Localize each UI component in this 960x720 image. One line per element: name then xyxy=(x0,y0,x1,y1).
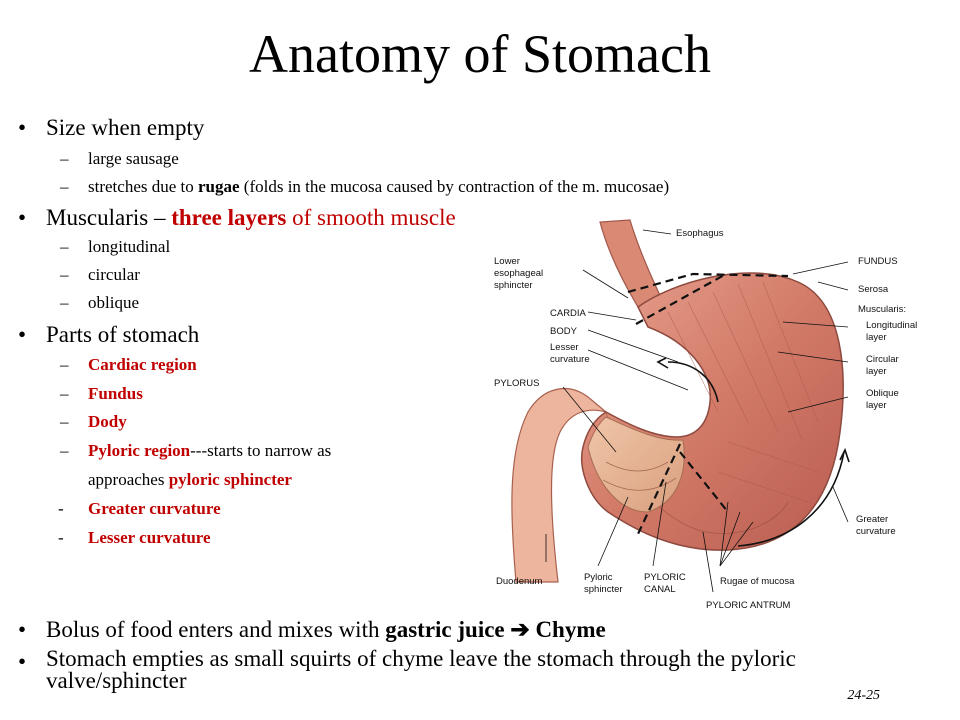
svg-text:esophageal: esophageal xyxy=(494,268,543,279)
page-number: 24-25 xyxy=(847,688,880,703)
label-circular: Circular xyxy=(866,354,899,365)
leader-lines xyxy=(545,229,849,593)
diagram-labels: Esophagus Lower esophageal sphincter CAR… xyxy=(494,228,917,611)
label-pylorus: PYLORUS xyxy=(494,378,539,389)
slide-title: Anatomy of Stomach xyxy=(249,24,711,84)
label-body: BODY xyxy=(550,326,578,337)
label-lesser-curvature: Lesser xyxy=(550,342,579,353)
svg-text:layer: layer xyxy=(866,332,887,343)
label-esophagus: Esophagus xyxy=(676,228,724,239)
region-dashed-borders xyxy=(627,272,789,535)
muscle-fiber-lines xyxy=(667,281,819,503)
stomach-diagram: Esophagus Lower esophageal sphincter CAR… xyxy=(494,219,917,611)
label-oblique: Oblique xyxy=(866,388,899,399)
duodenum-shape xyxy=(511,388,607,583)
label-cardia: CARDIA xyxy=(550,308,587,319)
label-les: Lower xyxy=(494,256,520,267)
label-pyloric-canal: PYLORIC xyxy=(644,572,686,583)
stomach-body-shape xyxy=(581,272,844,551)
label-fundus: FUNDUS xyxy=(858,256,898,267)
label-serosa: Serosa xyxy=(858,284,889,295)
svg-text:sphincter: sphincter xyxy=(584,584,623,595)
label-rugae: Rugae of mucosa xyxy=(720,576,795,587)
curvature-arrows xyxy=(656,357,850,547)
svg-text:curvature: curvature xyxy=(856,526,896,537)
label-muscularis: Muscularis: xyxy=(858,304,906,315)
svg-text:layer: layer xyxy=(866,400,887,411)
svg-text:layer: layer xyxy=(866,366,887,377)
svg-text:CANAL: CANAL xyxy=(644,584,676,595)
label-duodenum: Duodenum xyxy=(496,576,543,587)
svg-text:sphincter: sphincter xyxy=(494,280,533,291)
mucosa-cutaway xyxy=(587,416,685,513)
bullet-dot: • xyxy=(18,115,27,140)
label-longitudinal: Longitudinal xyxy=(866,320,917,331)
esophagus-shape xyxy=(599,219,664,308)
svg-text:curvature: curvature xyxy=(550,354,590,365)
label-greater-curvature: Greater xyxy=(856,514,888,525)
label-pyloric-antrum: PYLORIC ANTRUM xyxy=(706,600,791,611)
label-pyloric-sphincter: Pyloric xyxy=(584,572,613,583)
